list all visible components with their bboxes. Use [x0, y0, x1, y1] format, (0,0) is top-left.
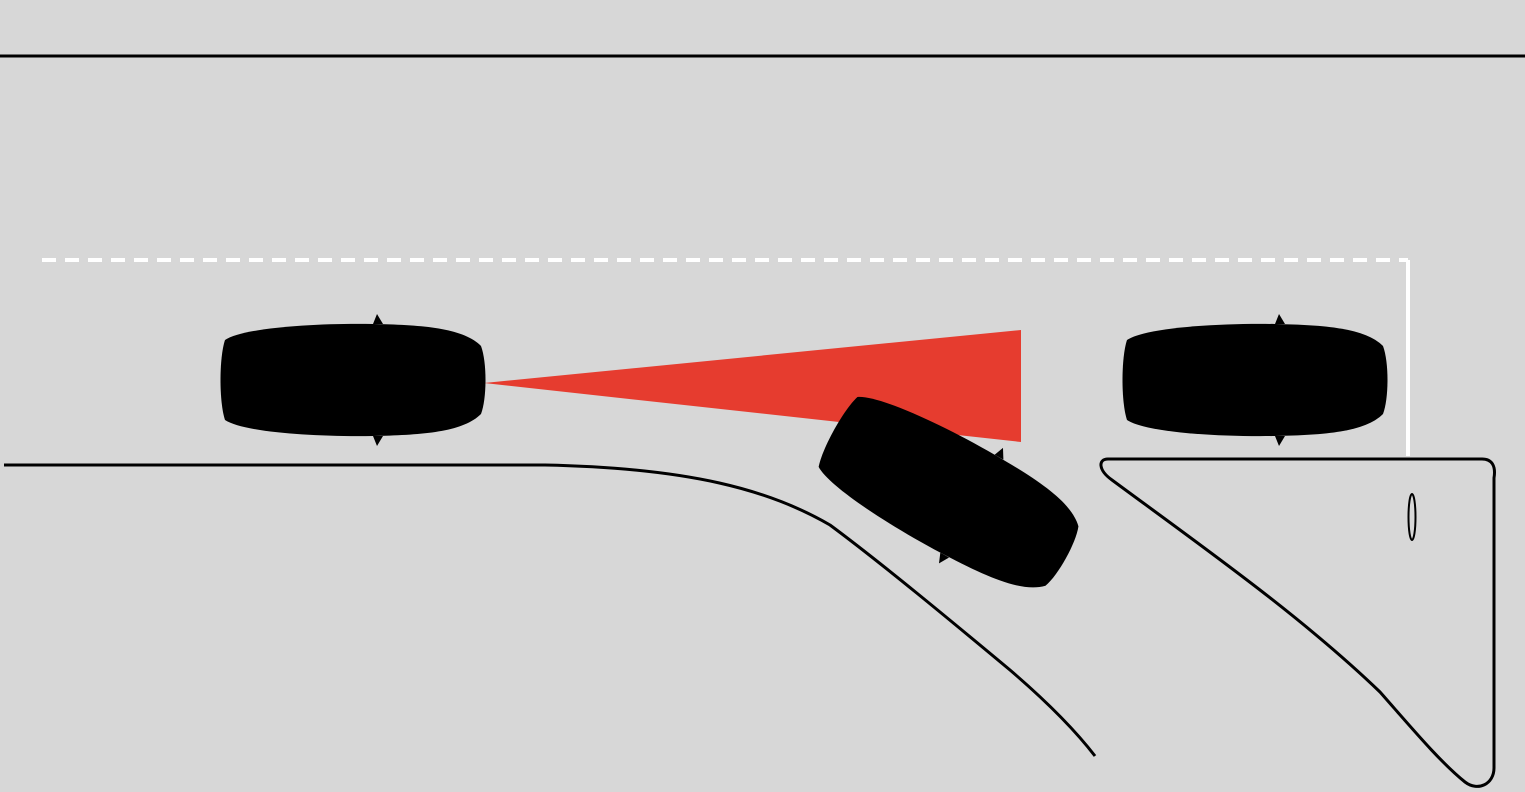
- radar-beam-icon: [484, 330, 1021, 442]
- road-edge-curve: [4, 463, 1097, 757]
- traffic-island: [1099, 457, 1496, 788]
- island-marker-icon: [1407, 493, 1417, 541]
- stopped-car-icon: [1122, 314, 1388, 446]
- ego-car-icon: [220, 314, 486, 446]
